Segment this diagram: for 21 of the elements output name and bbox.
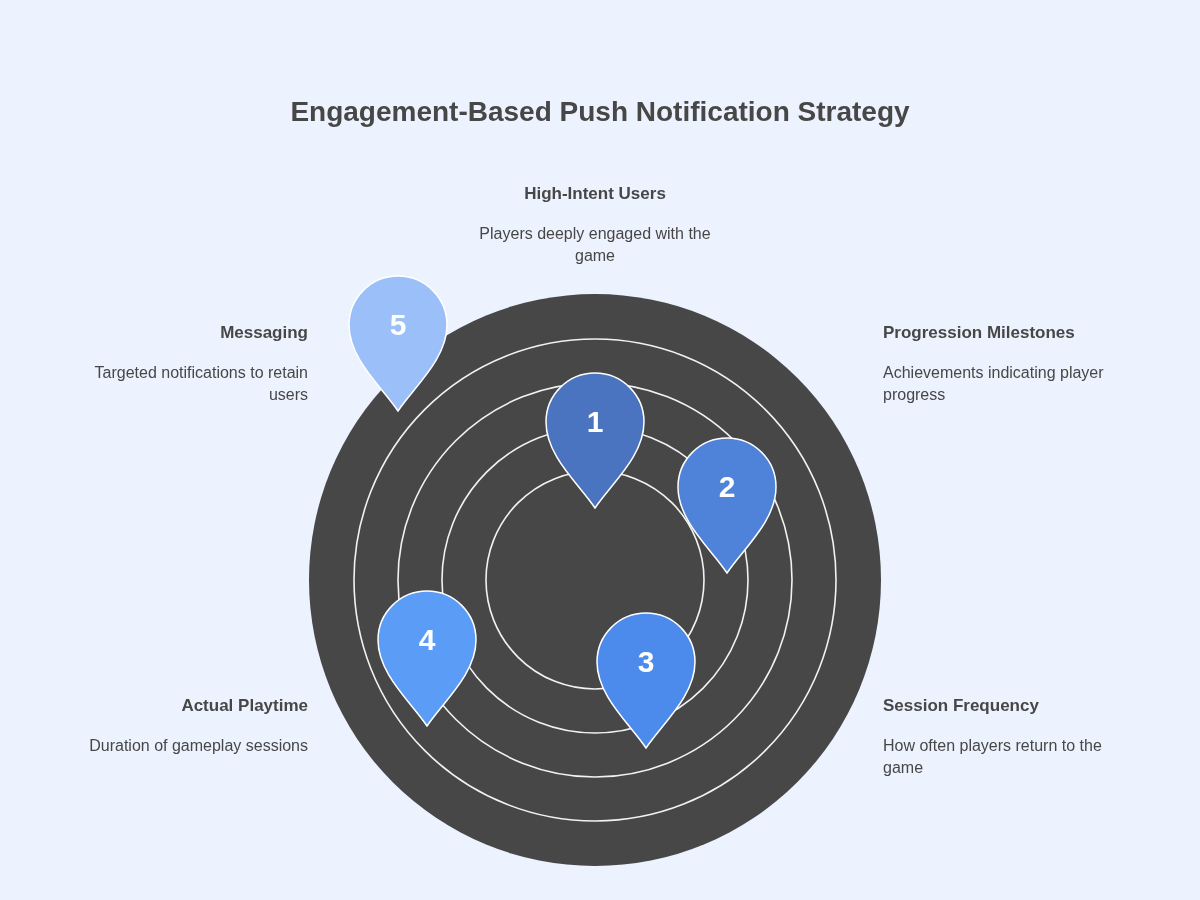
map-pin-marker: [377, 590, 477, 728]
item-heading: Actual Playtime: [180, 695, 308, 717]
map-pin-marker: [596, 612, 696, 750]
map-pin-marker: [677, 437, 777, 575]
item-heading: High-Intent Users: [523, 183, 667, 205]
item-description: Players deeply engaged with the game: [478, 224, 712, 266]
item-heading: Session Frequency: [883, 695, 1040, 717]
item-description: Targeted notifications to retain users: [93, 363, 308, 405]
item-heading: Progression Milestones: [883, 322, 1076, 344]
pin-number: 5: [388, 308, 408, 342]
item-description: How often players return to the game: [883, 736, 1103, 778]
pin-number: 4: [417, 623, 437, 657]
item-heading: Messaging: [219, 322, 308, 344]
item-description: Duration of gameplay sessions: [88, 736, 308, 756]
pin-number: 2: [717, 470, 737, 504]
map-pin-marker: [348, 275, 448, 413]
map-pin-marker: [545, 372, 645, 510]
pin-number: 1: [585, 405, 605, 439]
diagram-title: Engagement-Based Push Notification Strategy: [289, 96, 911, 128]
pin-number: 3: [636, 645, 656, 679]
item-description: Achievements indicating player progress: [883, 363, 1105, 405]
